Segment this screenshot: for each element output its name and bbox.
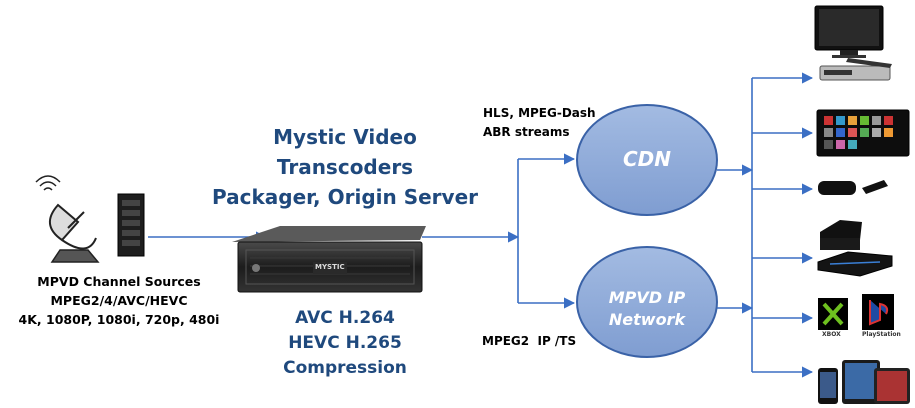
compression-label: AVC H.264 HEVC H.265 Compression (230, 306, 460, 381)
media-player-icon (817, 220, 893, 277)
hls-streams-label: HLS, MPEG-Dash ABR streams (483, 104, 596, 142)
cdn-label: CDN (622, 147, 672, 171)
compression-line: Compression (283, 358, 407, 378)
network-line: Network (608, 310, 686, 329)
tv-icon (814, 5, 884, 58)
playstation-label: PlayStation (862, 331, 901, 338)
transcoder-title: Mystic Video Transcoders Packager, Origi… (200, 122, 490, 212)
hls-line: ABR streams (483, 125, 570, 139)
tablets-icon (818, 360, 910, 404)
sources-line: MPVD Channel Sources (37, 274, 201, 289)
mpeg2-ip-label: MPEG2 IP /TS (482, 334, 577, 348)
game-consoles-icon (818, 294, 894, 330)
streaming-sticks-icon (818, 180, 888, 195)
sources-line: 4K, 1080P, 1080i, 720p, 480i (18, 312, 220, 327)
hls-line: HLS, MPEG-Dash (483, 106, 596, 120)
sources-line: MPEG2/4/AVC/HEVC (50, 293, 188, 308)
transcoder-title-line: Packager, Origin Server (211, 185, 479, 209)
server-rack-icon (117, 193, 145, 257)
device-arrows (752, 72, 814, 378)
transcoder-title-line: Transcoders (276, 155, 414, 179)
xbox-label: XBOX (822, 331, 841, 338)
transcoder-title-line: Mystic Video (273, 125, 417, 149)
network-line: MPVD IP (608, 288, 686, 307)
cdn-oval (576, 104, 718, 216)
compression-line: HEVC H.265 (288, 333, 402, 353)
ip-network-oval (576, 246, 718, 358)
transcoder-server-icon (232, 226, 426, 293)
transcoder-brand-label: MYSTIC (315, 263, 345, 271)
satellite-dish-icon (35, 175, 100, 263)
arrow-transcoder-to-split (422, 159, 520, 303)
set-top-box-icon (819, 58, 892, 81)
smart-tv-icon (816, 109, 910, 157)
network-label: MPVD IP Network (577, 287, 717, 331)
compression-line: AVC H.264 (295, 308, 395, 328)
sources-label: MPVD Channel Sources MPEG2/4/AVC/HEVC 4K… (0, 272, 238, 329)
